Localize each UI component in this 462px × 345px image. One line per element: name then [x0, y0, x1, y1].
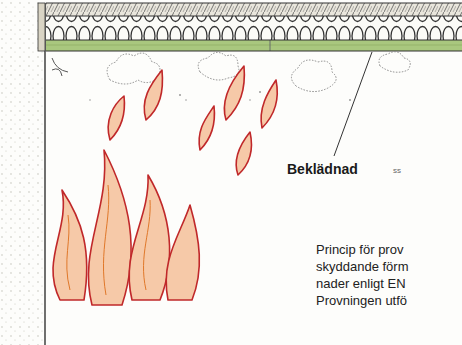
caption-line: Provningen utfö: [316, 293, 407, 309]
caption-line: skyddande förm: [316, 259, 409, 275]
part-label: Beklädnad: [287, 161, 358, 178]
caption-line: Princip för prov: [316, 242, 403, 258]
caption-line: nader enligt EN: [316, 276, 406, 292]
fragment-text: ss: [393, 166, 401, 176]
